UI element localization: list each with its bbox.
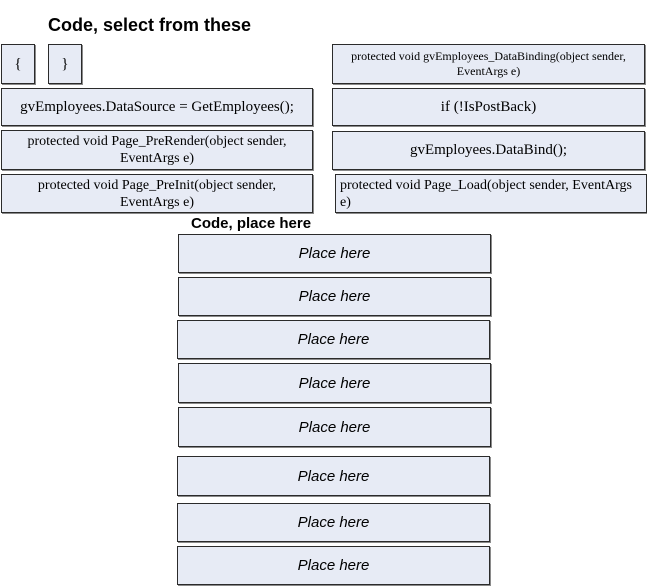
code-item-preinit-handler[interactable]: protected void Page_PreInit(object sende… (1, 174, 313, 213)
drop-slot-6[interactable]: Place here (177, 456, 490, 496)
code-item-text: protected void Page_PreInit(object sende… (37, 177, 277, 210)
code-item-page-load-handler[interactable]: protected void Page_Load(object sender, … (335, 174, 647, 213)
code-item-text: gvEmployees.DataBind(); (409, 142, 568, 158)
drop-slot-1[interactable]: Place here (178, 234, 491, 273)
code-item-databind-call[interactable]: gvEmployees.DataBind(); (332, 131, 645, 170)
code-item-text: gvEmployees.DataSource = GetEmployees(); (20, 98, 294, 115)
drop-slot-7[interactable]: Place here (177, 503, 490, 542)
code-item-text: { (14, 55, 22, 72)
code-item-ispostback-check[interactable]: if (!IsPostBack) (332, 88, 645, 126)
code-item-close-brace[interactable]: } (48, 44, 82, 84)
drop-slot-2[interactable]: Place here (178, 277, 491, 316)
drop-slot-5[interactable]: Place here (178, 407, 491, 447)
code-item-prerender-handler[interactable]: protected void Page_PreRender(object sen… (1, 130, 313, 170)
code-item-text: protected void gvEmployees_DataBinding(o… (351, 49, 626, 78)
select-area-heading: Code, select from these (48, 15, 252, 35)
code-item-text: if (!IsPostBack) (440, 98, 537, 115)
drop-slot-8[interactable]: Place here (177, 546, 490, 585)
drop-slot-4[interactable]: Place here (178, 363, 491, 403)
code-item-databinding-handler[interactable]: protected void gvEmployees_DataBinding(o… (332, 44, 645, 84)
drop-slot-3[interactable]: Place here (177, 320, 490, 359)
code-item-open-brace[interactable]: { (1, 44, 35, 84)
place-area-heading: Code, place here (191, 215, 312, 232)
code-item-text: protected void Page_PreRender(object sen… (27, 134, 287, 166)
code-item-text: } (61, 55, 69, 72)
code-item-datasource-assignment[interactable]: gvEmployees.DataSource = GetEmployees(); (1, 88, 313, 126)
code-item-text: protected void Page_Load(object sender, … (340, 177, 632, 210)
